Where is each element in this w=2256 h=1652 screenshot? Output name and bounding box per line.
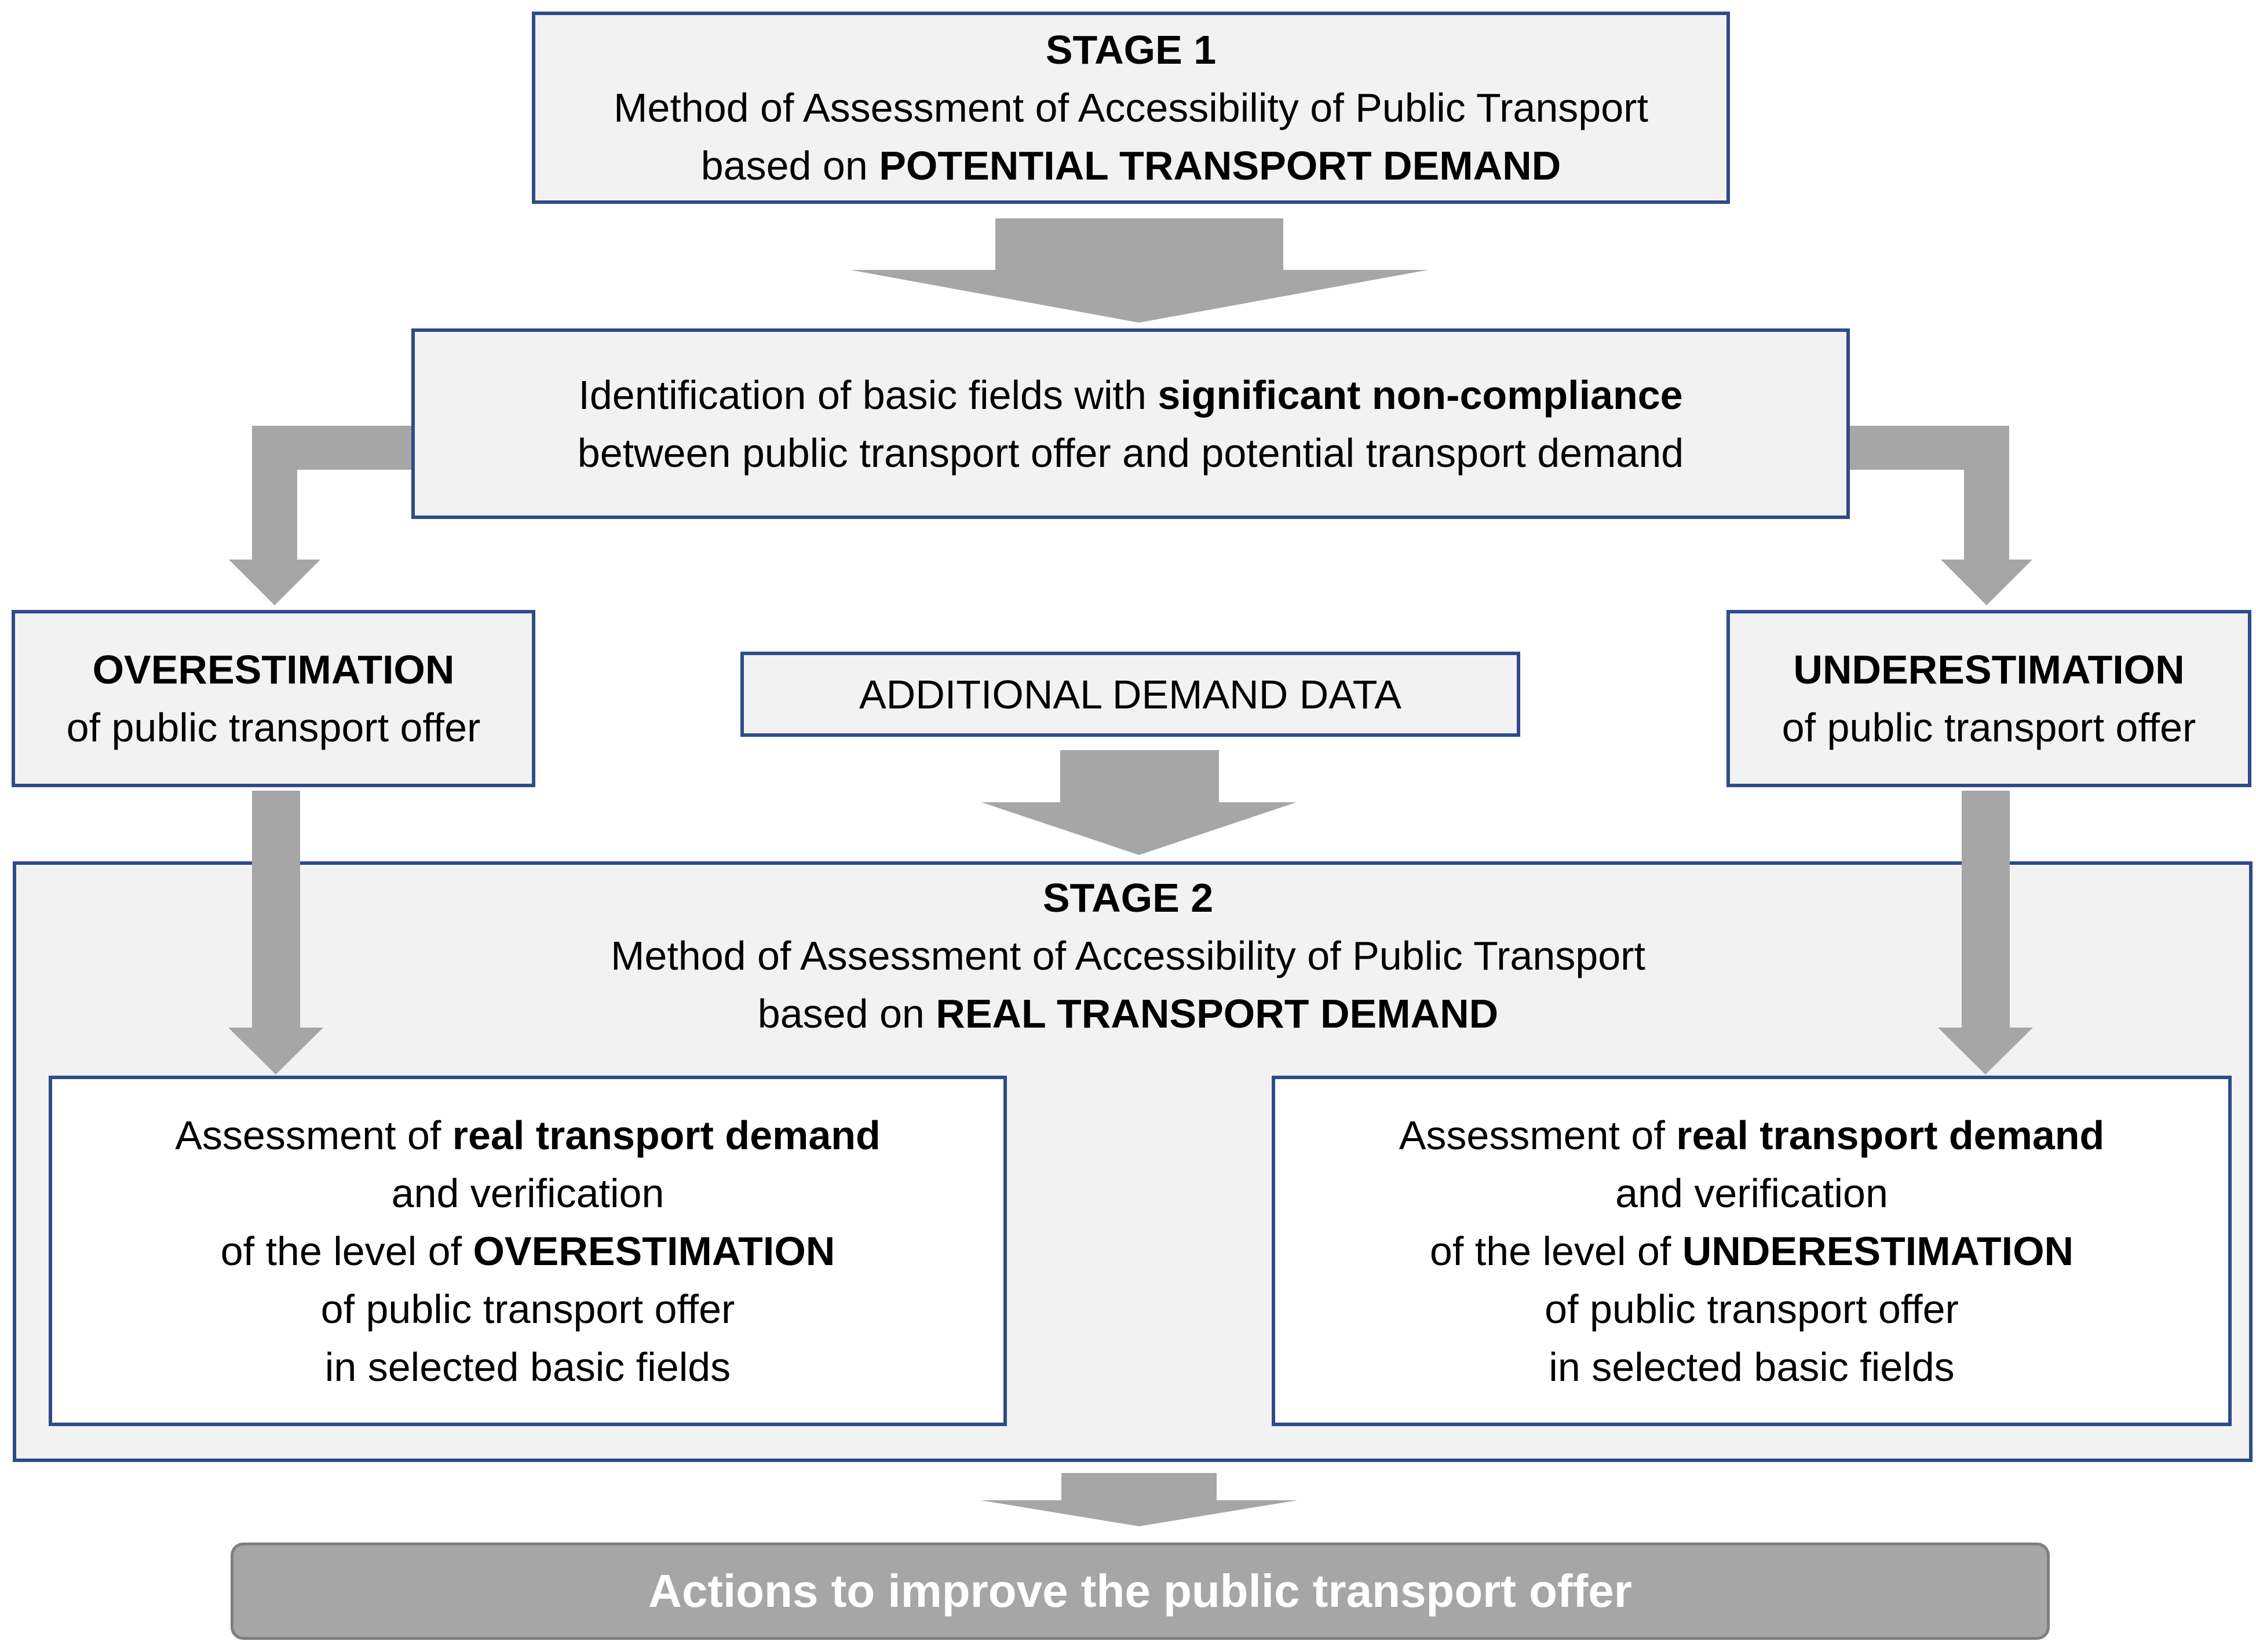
identification-line2: between public transport offer and poten… — [577, 430, 1684, 476]
stage2-line3: based on REAL TRANSPORT DEMAND — [757, 991, 1499, 1036]
assess-over-line3: of the level of OVERESTIMATION — [220, 1228, 835, 1274]
underestimation-subtitle: of public transport offer — [1782, 705, 2196, 750]
arrow-down-stage1 — [850, 218, 1428, 323]
identification-line1: Identification of basic fields with sign… — [578, 372, 1683, 418]
stage2-title: STAGE 2 — [1042, 875, 1214, 920]
stage2-line2: Method of Assessment of Accessibility of… — [611, 933, 1645, 978]
assess-over-line2: and verification — [391, 1170, 665, 1216]
assess-over-line1: Assessment of real transport demand — [175, 1112, 881, 1158]
arrow-down-final — [980, 1473, 1298, 1526]
overestimation-box: OVERESTIMATION of public transport offer — [12, 610, 535, 787]
stage1-box: STAGE 1 Method of Assessment of Accessib… — [532, 12, 1730, 204]
stage1-line2: Method of Assessment of Accessibility of… — [614, 85, 1648, 130]
arrow-down-additional — [981, 750, 1297, 855]
arrow-elbow-left — [229, 426, 411, 605]
overestimation-subtitle: of public transport offer — [66, 705, 481, 750]
stage1-title: STAGE 1 — [1045, 27, 1217, 72]
final-actions-label: Actions to improve the public transport … — [648, 1565, 1632, 1617]
assessment-overestimation-box: Assessment of real transport demand and … — [49, 1076, 1007, 1426]
underestimation-title: UNDERESTIMATION — [1793, 647, 2185, 692]
additional-demand-label: ADDITIONAL DEMAND DATA — [859, 671, 1401, 717]
stage2-header: STAGE 2 Method of Assessment of Accessib… — [13, 869, 2243, 1043]
final-actions-box: Actions to improve the public transport … — [231, 1543, 2050, 1640]
underestimation-box: UNDERESTIMATION of public transport offe… — [1726, 610, 2251, 787]
assess-over-line4: of public transport offer — [320, 1286, 735, 1332]
overestimation-title: OVERESTIMATION — [92, 647, 455, 692]
assess-under-line3: of the level of UNDERESTIMATION — [1429, 1228, 2074, 1274]
additional-demand-box: ADDITIONAL DEMAND DATA — [740, 652, 1520, 737]
assess-over-line5: in selected basic fields — [324, 1344, 731, 1390]
identification-box: Identification of basic fields with sign… — [411, 328, 1850, 519]
arrow-down-left — [228, 791, 323, 1074]
assessment-underestimation-box: Assessment of real transport demand and … — [1272, 1076, 2232, 1426]
assess-under-line2: and verification — [1615, 1170, 1888, 1216]
assess-under-line5: in selected basic fields — [1549, 1344, 1955, 1390]
assess-under-line1: Assessment of real transport demand — [1399, 1112, 2105, 1158]
assess-under-line4: of public transport offer — [1545, 1286, 1959, 1332]
arrow-down-right — [1938, 791, 2033, 1074]
stage1-line3: based on POTENTIAL TRANSPORT DEMAND — [700, 143, 1561, 188]
arrow-elbow-right — [1850, 426, 2032, 605]
